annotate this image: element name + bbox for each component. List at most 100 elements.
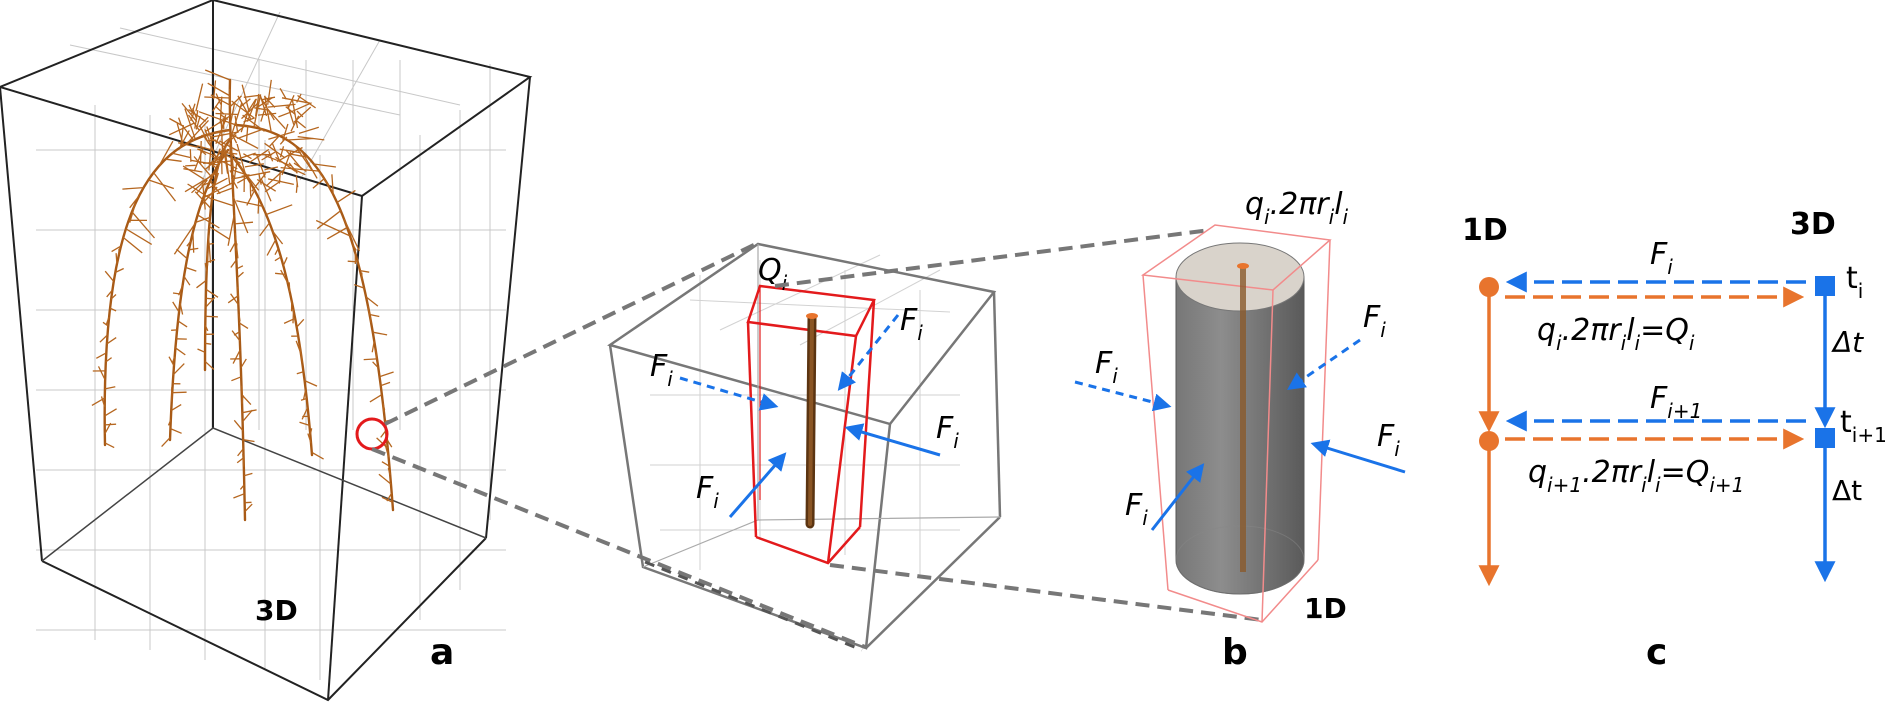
lateral-root xyxy=(212,80,217,100)
cube-force-label-3: Fi xyxy=(936,411,959,453)
lateral-root xyxy=(212,148,221,168)
lateral-root xyxy=(296,371,304,375)
lateral-root xyxy=(97,366,106,381)
lateral-root xyxy=(105,316,110,325)
lateral-root xyxy=(205,315,218,318)
lateral-root xyxy=(241,84,250,113)
lateral-root xyxy=(204,155,222,171)
lateral-root xyxy=(279,87,287,100)
panel-c: 1D 3D Fi Fi+1 qi.2πrili=Qi qi+1.2πrili=Q… xyxy=(1462,207,1887,673)
lateral-root xyxy=(207,139,217,142)
lateral-root xyxy=(131,211,155,239)
lateral-root xyxy=(259,222,271,237)
panel-b-dim-label: 1D xyxy=(1304,592,1347,625)
lateral-root xyxy=(297,94,316,109)
lateral-root xyxy=(95,352,107,359)
lateral-root xyxy=(195,115,201,130)
panel-a: 3D a xyxy=(0,0,533,702)
lateral-root xyxy=(105,357,112,363)
lateral-root xyxy=(242,409,253,423)
lateral-root xyxy=(313,163,336,168)
node-3d-t-i xyxy=(1815,276,1835,296)
lateral-root xyxy=(114,267,124,274)
lateral-root xyxy=(215,117,228,144)
lateral-root xyxy=(292,309,295,324)
lateral-root xyxy=(295,340,302,355)
lateral-root xyxy=(331,174,334,195)
lateral-root xyxy=(234,152,256,161)
lateral-root xyxy=(380,430,387,438)
lateral-root xyxy=(380,381,391,387)
lateral-root xyxy=(186,119,209,144)
lateral-root xyxy=(218,140,239,152)
lateral-root xyxy=(161,437,171,448)
lateral-root xyxy=(198,116,209,128)
lateral-root xyxy=(182,165,205,180)
lateral-root xyxy=(165,158,182,162)
lateral-root xyxy=(382,405,385,413)
root-system xyxy=(103,78,395,522)
force-label-step-i-plus-1: Fi+1 xyxy=(1650,381,1702,423)
lateral-root xyxy=(206,258,216,263)
lateral-root xyxy=(266,239,277,256)
lateral-root xyxy=(253,94,262,128)
lateral-root xyxy=(242,409,257,414)
lateral-root xyxy=(242,439,255,443)
lateral-root xyxy=(276,146,303,163)
lateral-root xyxy=(204,262,208,272)
lateral-root xyxy=(265,204,293,216)
cylinder-flux-label: qi.2πrili xyxy=(1245,187,1349,229)
lateral-root xyxy=(280,166,320,172)
lateral-root xyxy=(194,216,211,224)
lateral-root xyxy=(100,396,106,408)
left-header-1d: 1D xyxy=(1462,213,1508,248)
lateral-root xyxy=(185,164,196,167)
lateral-root xyxy=(225,152,238,155)
lateral-root xyxy=(231,100,255,119)
lateral-root xyxy=(231,376,242,382)
lateral-root xyxy=(288,162,298,174)
lateral-root xyxy=(267,178,294,186)
lateral-root xyxy=(246,98,258,122)
lateral-root xyxy=(206,126,213,142)
lateral-root xyxy=(153,172,177,202)
lateral-root xyxy=(158,140,174,166)
lateral-root xyxy=(281,97,311,104)
lateral-root xyxy=(230,259,237,268)
lateral-root xyxy=(267,103,296,108)
lateral-root xyxy=(207,235,212,263)
lateral-root xyxy=(279,148,301,154)
lateral-root xyxy=(378,473,392,485)
lateral-root xyxy=(199,125,210,145)
lateral-root xyxy=(275,272,286,276)
lateral-root xyxy=(229,170,236,179)
lateral-root xyxy=(209,180,221,195)
lateral-root xyxy=(214,105,225,115)
right-header-3d: 3D xyxy=(1790,207,1836,242)
lateral-root xyxy=(249,182,252,197)
lateral-root xyxy=(129,195,140,209)
lateral-root xyxy=(296,120,307,129)
lateral-root xyxy=(367,305,371,316)
lateral-root xyxy=(229,241,237,253)
lateral-root xyxy=(240,358,247,369)
lateral-root xyxy=(365,296,379,307)
lateral-root xyxy=(204,325,209,332)
lateral-root xyxy=(268,135,280,148)
lateral-root xyxy=(231,133,238,144)
cube-force-label-4: Fi xyxy=(696,471,719,513)
lateral-root xyxy=(279,136,288,145)
lateral-root xyxy=(187,183,213,201)
lateral-root xyxy=(352,244,357,251)
lateral-root xyxy=(343,218,361,252)
lateral-root xyxy=(232,196,249,234)
node-1d-t-i-plus-1 xyxy=(1479,431,1499,451)
lateral-root xyxy=(264,180,282,193)
lateral-root xyxy=(387,467,391,476)
lateral-root xyxy=(204,360,215,370)
lateral-root xyxy=(168,356,175,367)
lateral-root xyxy=(268,130,295,140)
lateral-root xyxy=(369,313,380,318)
lateral-root xyxy=(372,331,388,336)
lateral-root xyxy=(311,451,324,460)
